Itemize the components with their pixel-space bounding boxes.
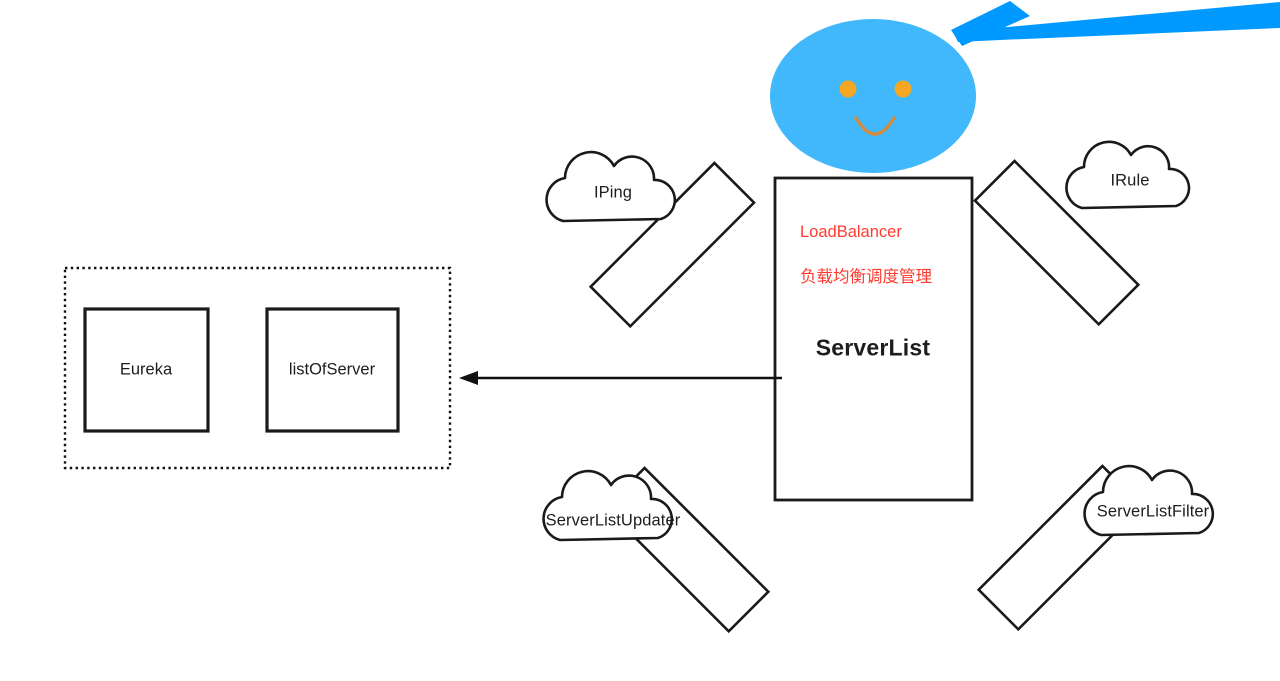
cloud-irule xyxy=(1065,140,1191,210)
eureka-box[interactable] xyxy=(83,307,210,433)
serverlist-to-registry-arrow xyxy=(459,371,782,385)
cloud-serverlistfilter xyxy=(1083,464,1215,537)
eureka-registry-group-border xyxy=(63,266,452,470)
bar-to-irule xyxy=(973,159,1141,327)
smiley-mouth-arc xyxy=(854,116,896,136)
cloud-serverlistupdater xyxy=(542,469,674,542)
smiley-left-eye xyxy=(839,80,857,98)
cloud-shapes xyxy=(542,140,1215,542)
bar-to-iping xyxy=(588,161,756,329)
arrow-head xyxy=(459,371,478,385)
listofserver-box[interactable] xyxy=(265,307,400,433)
speech-bubble-tail-point xyxy=(951,1,1030,46)
connector-bars xyxy=(588,159,1144,634)
serverlist-box[interactable] xyxy=(773,176,974,502)
smiley-right-eye xyxy=(894,80,912,98)
speech-bubble-tail xyxy=(953,2,1280,42)
smiley-face-ellipse xyxy=(770,19,976,173)
cloud-iping xyxy=(545,150,677,223)
